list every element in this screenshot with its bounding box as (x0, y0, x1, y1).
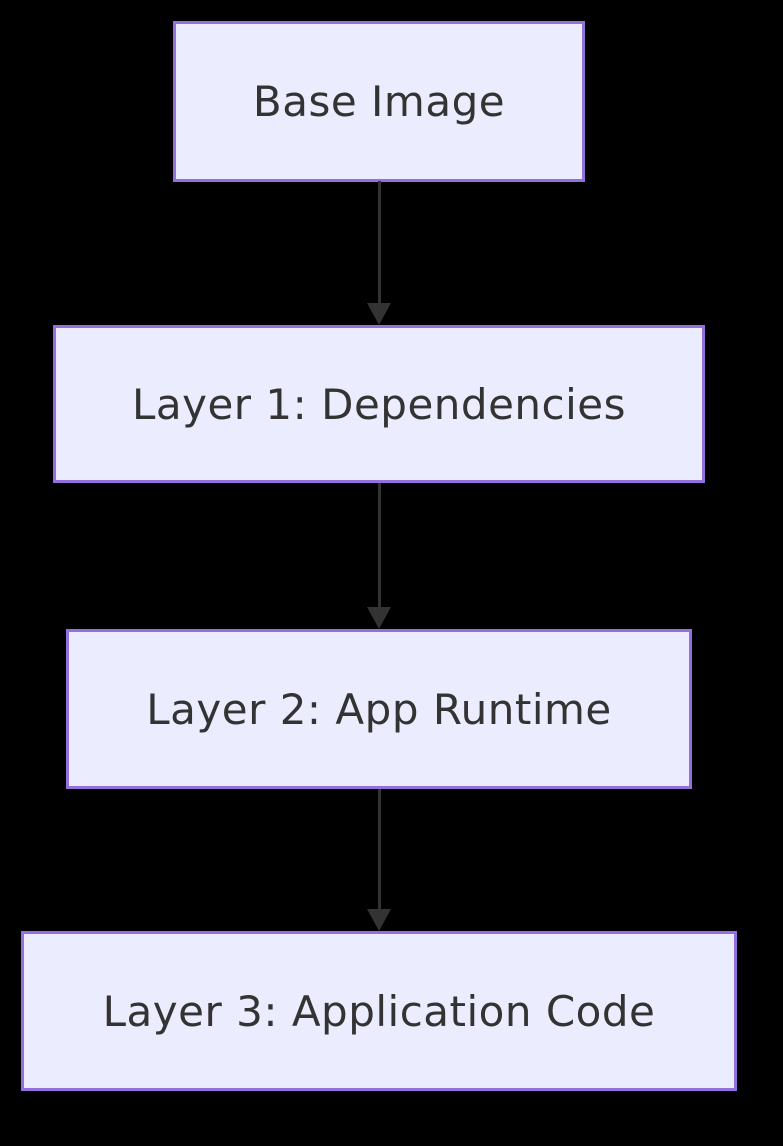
node-layer2-app-runtime: Layer 2: App Runtime (66, 629, 692, 789)
node-layer3-label: Layer 3: Application Code (102, 986, 656, 1036)
node-base-image: Base Image (173, 21, 585, 182)
node-layer3-application-code: Layer 3: Application Code (21, 931, 737, 1091)
node-layer1-label: Layer 1: Dependencies (131, 379, 627, 429)
arrow-down-icon (367, 607, 391, 629)
edge-layer2-to-layer3 (364, 789, 394, 931)
arrow-down-icon (367, 909, 391, 931)
node-base-image-label: Base Image (252, 77, 506, 126)
arrow-down-icon (367, 303, 391, 325)
node-layer2-label: Layer 2: App Runtime (146, 684, 612, 734)
arrow-line (377, 181, 381, 303)
edge-layer1-to-layer2 (364, 483, 394, 629)
node-layer1-dependencies: Layer 1: Dependencies (53, 325, 705, 483)
edge-base-to-layer1 (364, 181, 394, 325)
arrow-line (377, 789, 381, 909)
arrow-line (377, 483, 381, 607)
